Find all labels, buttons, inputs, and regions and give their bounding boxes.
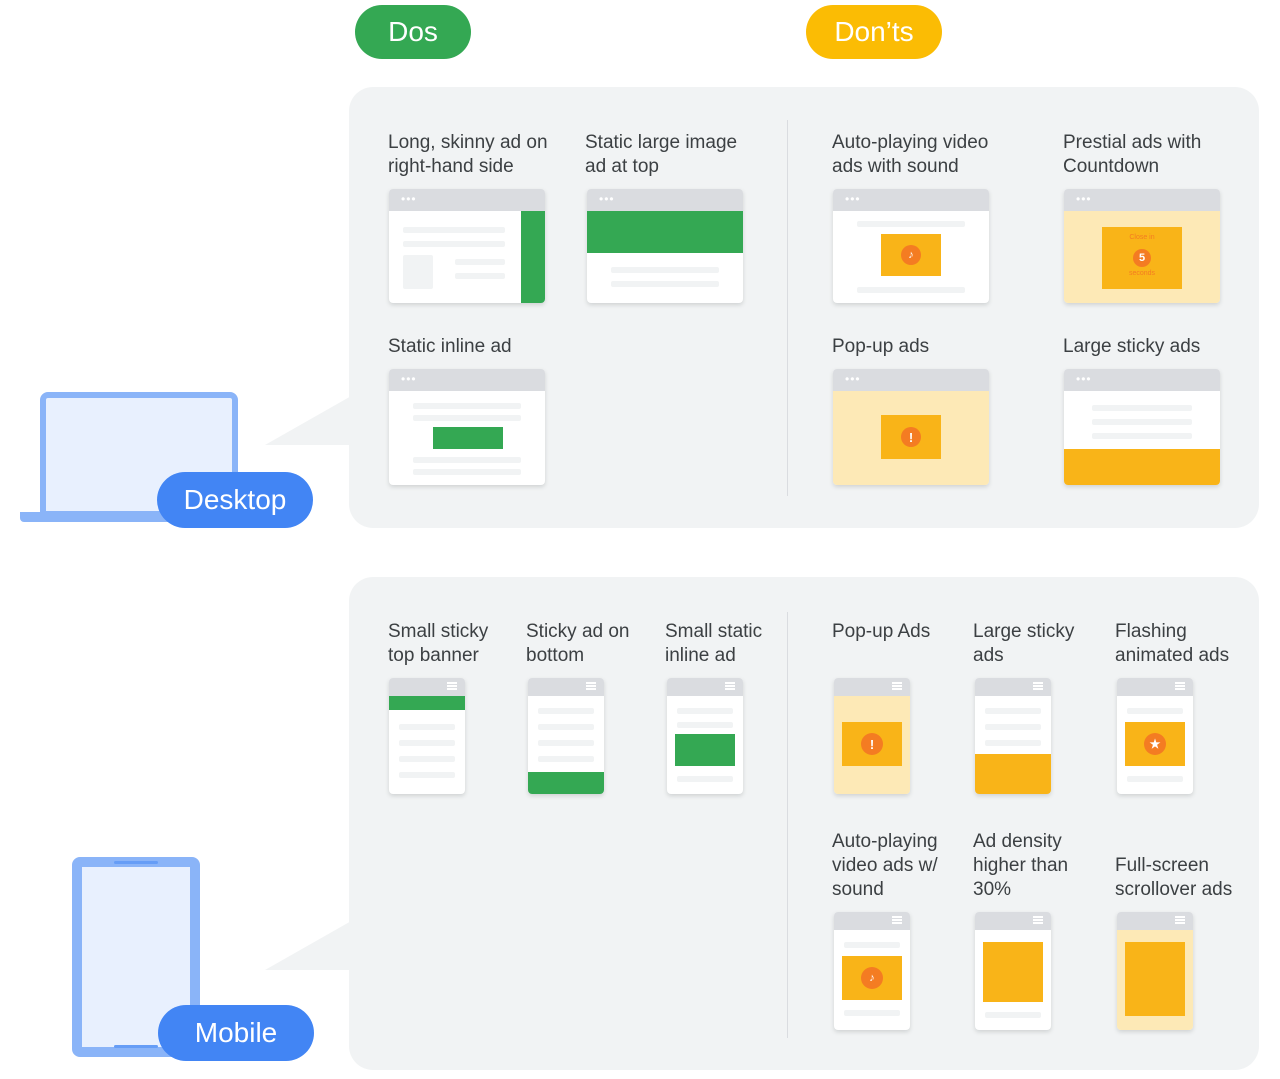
mobile-do-card-1: [389, 678, 465, 794]
mobile-dont-label-4: Auto-playing video ads w/ sound: [832, 831, 938, 900]
desktop-dont-label-3: Pop-up ads: [832, 336, 930, 357]
mobile-do-label-2: Sticky ad on bottom: [526, 621, 630, 666]
skinny-ad: [521, 211, 545, 303]
large-sticky-ad: [975, 754, 1051, 794]
top-banner-ad: [587, 211, 743, 253]
desktop-dont-card-2: ••• Close in 5 seconds: [1064, 189, 1220, 303]
mobile-do-label-1: Small sticky top banner: [388, 621, 489, 666]
desktop-badge: Desktop: [157, 472, 313, 528]
desktop-dont-label-1: Auto-playing video ads with sound: [832, 132, 989, 177]
large-sticky-ad: [1064, 449, 1220, 485]
desktop-do-card-3: •••: [389, 369, 545, 485]
countdown-line1: Close in: [1129, 234, 1155, 241]
mobile-badge: Mobile: [158, 1005, 314, 1061]
donts-badge: Don’ts: [806, 5, 942, 59]
dense-ad-block: [983, 942, 1043, 1002]
sticky-top-banner: [389, 696, 465, 710]
sticky-bottom-ad: [528, 772, 604, 794]
exclamation-icon: !: [901, 427, 921, 447]
desktop-do-card-2: •••: [587, 189, 743, 303]
mobile-dont-card-2: [975, 678, 1051, 794]
desktop-dont-label-4: Large sticky ads: [1063, 336, 1201, 357]
desktop-dont-card-3: ••• !: [833, 369, 989, 485]
speaker-icon: ♪: [901, 245, 921, 265]
desktop-dont-card-1: ••• ♪: [833, 189, 989, 303]
desktop-do-label-1: Long, skinny ad on right-hand side: [388, 132, 548, 177]
desktop-do-card-1: •••: [389, 189, 545, 303]
mobile-do-label-3: Small static inline ad: [665, 621, 763, 666]
mobile-divider: [787, 612, 788, 1038]
mobile-do-card-2: [528, 678, 604, 794]
mobile-dont-card-6: [1117, 912, 1193, 1030]
mobile-panel-pointer: [265, 920, 353, 970]
mobile-dont-card-5: [975, 912, 1051, 1030]
mobile-dont-card-1: !: [834, 678, 910, 794]
exclamation-icon: !: [861, 733, 883, 755]
mobile-dont-card-3: ★: [1117, 678, 1193, 794]
desktop-divider: [787, 120, 788, 496]
desktop-do-label-3: Static inline ad: [388, 336, 512, 357]
desktop-panel-pointer: [265, 395, 353, 445]
mobile-dont-label-5: Ad density higher than 30%: [973, 831, 1069, 900]
mobile-do-card-3: [667, 678, 743, 794]
mobile-dont-label-3: Flashing animated ads: [1115, 621, 1230, 666]
inline-ad: [433, 427, 503, 449]
mobile-dont-label-2: Large sticky ads: [973, 621, 1075, 666]
mobile-dont-label-6: Full-screen scrollover ads: [1115, 855, 1233, 900]
star-icon: ★: [1144, 733, 1166, 755]
mobile-panel: [349, 577, 1259, 1070]
speaker-icon: ♪: [861, 967, 883, 989]
desktop-dont-label-2: Prestial ads with Countdown: [1063, 132, 1202, 177]
small-inline-ad: [675, 734, 735, 766]
scrollover-ad: [1125, 942, 1185, 1016]
mobile-dont-label-1: Pop-up Ads: [832, 621, 931, 642]
countdown-line2: seconds: [1128, 270, 1156, 277]
desktop-do-label-2: Static large image ad at top: [585, 132, 738, 177]
countdown-number: 5: [1133, 249, 1151, 267]
mobile-dont-card-4: ♪: [834, 912, 910, 1030]
desktop-dont-card-4: •••: [1064, 369, 1220, 485]
dos-badge: Dos: [355, 5, 471, 59]
